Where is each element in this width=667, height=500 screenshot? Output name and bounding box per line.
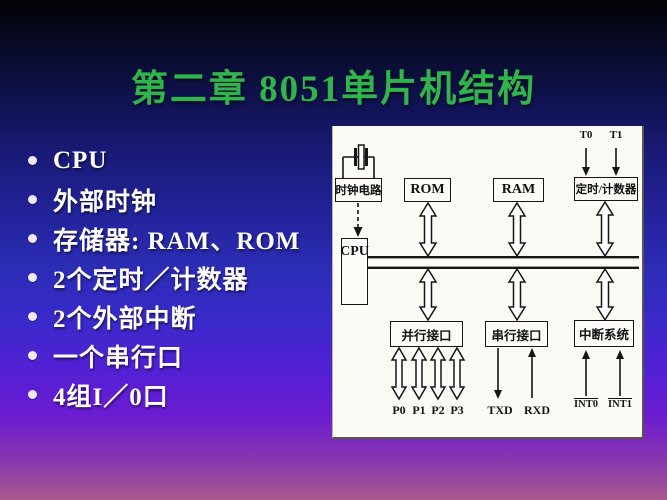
- bullet-item: 2个外部中断: [28, 297, 328, 336]
- box-timer-counter: 定时/计数器: [574, 177, 638, 201]
- box-cpu: CPU: [340, 238, 369, 305]
- pin-label-p1: P1: [412, 403, 426, 417]
- bus-line-lower: [368, 266, 639, 269]
- pin-label-int1: INT1: [608, 398, 632, 410]
- diagram-wiring-svg: [342, 144, 639, 401]
- pin-label-int0: INT0: [574, 398, 598, 410]
- bullet-label: 4组I／0口: [53, 383, 169, 411]
- bullet-label: CPU: [53, 146, 108, 174]
- pin-label-t1: T1: [609, 129, 623, 141]
- bullet-dot-icon: [28, 234, 37, 243]
- pin-label-txd: TXD: [487, 403, 513, 417]
- pin-label-p0: P0: [392, 403, 406, 417]
- bullet-list: CPU 外部时钟 存储器: RAM、ROM 2个定时／计数器 2个外部中断 一个…: [28, 141, 328, 414]
- bullet-label: 外部时钟: [53, 188, 158, 216]
- pin-label-p3: P3: [450, 403, 464, 417]
- box-interrupt-system: 中断系统: [574, 320, 634, 347]
- bullet-label: 2个定时／计数器: [53, 266, 249, 294]
- box-ram: RAM: [493, 178, 544, 202]
- bus-line-upper: [368, 256, 639, 259]
- bullet-dot-icon: [28, 312, 37, 321]
- slide-title: 第二章 8051单片机结构: [130, 69, 537, 110]
- bullet-dot-icon: [28, 195, 37, 204]
- box-rom: ROM: [404, 178, 451, 202]
- bullet-dot-icon: [28, 390, 37, 399]
- pin-label-rxd: RXD: [524, 403, 550, 417]
- crystal-oscillator-icon: [354, 144, 368, 170]
- bullet-label: 一个串行口: [53, 344, 184, 372]
- box-serial-port: 串行接口: [485, 321, 548, 347]
- block-diagram: 时钟电路 CPU ROM RAM 定时/计数器 并行接口 串行接口 中断系统 T…: [332, 126, 644, 439]
- box-clock-circuit: 时钟电路: [335, 178, 382, 202]
- pin-label-p2: P2: [431, 403, 445, 417]
- box-parallel-port: 并行接口: [390, 321, 463, 347]
- bullet-label: 存储器: RAM、ROM: [53, 227, 301, 255]
- bullet-dot-icon: [28, 156, 37, 165]
- bullet-item: 存储器: RAM、ROM: [28, 219, 328, 258]
- bullet-item: 4组I／0口: [28, 375, 328, 414]
- bullet-item: 2个定时／计数器: [28, 258, 328, 297]
- bullet-item: CPU: [28, 141, 328, 180]
- bullet-item: 一个串行口: [28, 336, 328, 375]
- bullet-label: 2个外部中断: [53, 305, 197, 333]
- bullet-dot-icon: [28, 273, 37, 282]
- bullet-dot-icon: [28, 351, 37, 360]
- bullet-item: 外部时钟: [28, 180, 328, 219]
- pin-label-t0: T0: [579, 129, 593, 141]
